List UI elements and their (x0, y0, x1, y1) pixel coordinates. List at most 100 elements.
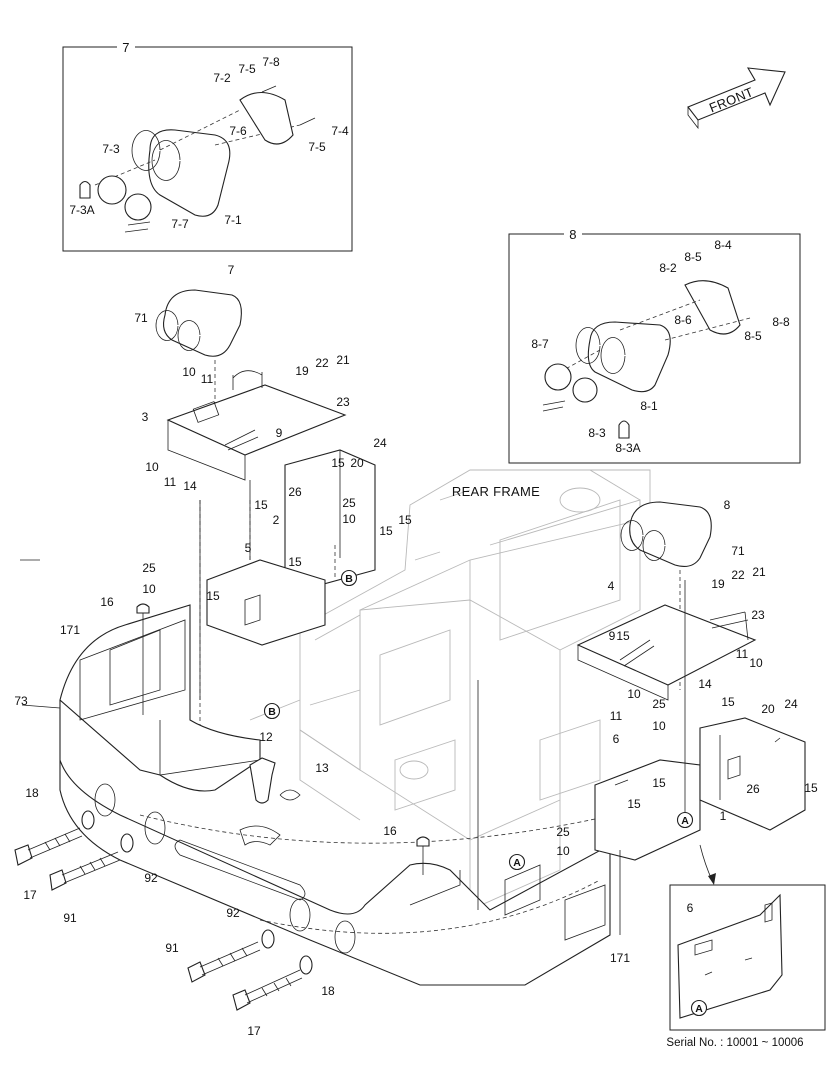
callout-label-main: 15 (721, 695, 735, 709)
callout-label-main: 5 (245, 541, 252, 555)
callout-label-main: 10 (749, 656, 763, 670)
callout-label-b7: 7-3A (69, 203, 94, 217)
callout-label-main: 3 (142, 410, 149, 424)
callout-label-main: 24 (784, 697, 798, 711)
callout-label-main: 11 (610, 709, 623, 723)
callout-label-main: 10 (556, 844, 570, 858)
callout-label-main: 10 (142, 582, 156, 596)
callout-label-main: 15 (288, 555, 302, 569)
circled-ref-a: A (508, 853, 526, 871)
callout-label-main: 10 (342, 512, 356, 526)
callout-label-main: 7 (228, 263, 235, 277)
callout-label-main: 10 (627, 687, 641, 701)
callout-label-main: 22 (731, 568, 745, 582)
svg-text:A: A (695, 1003, 703, 1015)
callout-label-main: 19 (295, 364, 309, 378)
callout-label-main: 15 (627, 797, 641, 811)
callout-label-main: 23 (751, 608, 765, 622)
callout-label-main: 15 (254, 498, 268, 512)
front-direction-arrow: FRONT (687, 67, 786, 130)
callout-label-main: 92 (144, 871, 158, 885)
callout-label-main: 14 (183, 479, 197, 493)
callout-label-main: 10 (652, 719, 666, 733)
callout-label-main: 8 (724, 498, 731, 512)
serial-number-text: Serial No. : 10001 ~ 10006 (666, 1037, 803, 1049)
detail-box-7-title: 7 (122, 40, 130, 55)
callout-label-main: 25 (556, 825, 570, 839)
callout-label-main: 23 (336, 395, 350, 409)
callout-label-main: 18 (25, 786, 39, 800)
callout-label-main: 73 (14, 694, 28, 708)
callout-label-main: 1 (720, 809, 727, 823)
callout-label-b7: 7-2 (213, 71, 231, 85)
brackets-2-5 (199, 449, 376, 740)
callout-label-main: 6 (687, 901, 694, 915)
callout-label-main: 21 (752, 565, 766, 579)
tow-pin-parts (136, 603, 430, 875)
callout-label-main: 71 (731, 544, 745, 558)
callout-label-b8: 8-3 (588, 426, 606, 440)
detail-box-8-title: 8 (569, 227, 577, 242)
callout-label-main: 20 (761, 702, 775, 716)
callout-label-main: 15 (398, 513, 412, 527)
detail-box-8: 8 (508, 227, 801, 464)
callout-label-main: 10 (145, 460, 159, 474)
callout-label-main: 4 (608, 579, 615, 593)
callout-label-main: 20 (350, 456, 364, 470)
callout-label-b8: 8-2 (659, 261, 677, 275)
callout-label-main: 25 (142, 561, 156, 575)
callout-label-b8: 8-5 (684, 250, 702, 264)
callout-label-main: 12 (259, 730, 273, 744)
callout-label-main: 14 (698, 677, 712, 691)
rear-bumper-counterweight (59, 604, 691, 986)
callout-label-main: 13 (315, 761, 329, 775)
callout-label-main: 17 (23, 888, 37, 902)
callout-label-main: 25 (342, 496, 356, 510)
callout-label-main: 9 (276, 426, 283, 440)
brackets-6-1 (594, 717, 806, 861)
callout-label-b7: 7-8 (262, 55, 280, 69)
svg-text:A: A (681, 815, 689, 827)
callout-label-main: 92 (226, 906, 240, 920)
callout-label-b7: 7-1 (224, 213, 242, 227)
circled-ref-a: A (690, 999, 708, 1017)
callout-label-b8: 8-5 (744, 329, 762, 343)
callout-label-main: 6 (613, 732, 620, 746)
callout-label-main: 9 (609, 629, 616, 643)
svg-text:A: A (513, 857, 521, 869)
callout-label-main: 18 (321, 984, 335, 998)
callout-label-main: 15 (616, 629, 630, 643)
detail-box-7: 7 (62, 40, 353, 252)
detail-box-bracket-6 (669, 844, 826, 1031)
callout-label-main: 171 (610, 951, 630, 965)
callout-label-main: 11 (164, 475, 177, 489)
callout-label-b7: 7-5 (308, 140, 326, 154)
callout-label-b8: 8-3A (615, 441, 640, 455)
callout-label-main: 15 (379, 524, 393, 538)
callout-label-b8: 8-7 (531, 337, 549, 351)
lamp-assembly-right (576, 501, 757, 701)
callout-label-main: 25 (652, 697, 666, 711)
callout-label-main: 21 (336, 353, 350, 367)
callout-label-main: 2 (273, 513, 280, 527)
leader-lines (20, 480, 686, 935)
callout-label-main: 15 (652, 776, 666, 790)
bolts-and-washers (14, 810, 313, 1011)
callout-label-b8: 8-4 (714, 238, 732, 252)
callout-label-b8: 8-8 (772, 315, 790, 329)
callout-label-main: 16 (383, 824, 397, 838)
callout-label-main: 17 (247, 1024, 261, 1038)
svg-text:B: B (345, 573, 353, 585)
callout-label-main: 15 (804, 781, 818, 795)
svg-text:B: B (268, 706, 276, 718)
circled-ref-a: A (676, 811, 694, 829)
callout-label-main: 19 (711, 577, 725, 591)
callout-label-main: 24 (373, 436, 387, 450)
rear-frame-label: REAR FRAME (452, 484, 540, 499)
front-arrow-label: FRONT (707, 84, 756, 115)
callout-label-main: 10 (182, 365, 196, 379)
callout-label-main: 71 (134, 311, 148, 325)
